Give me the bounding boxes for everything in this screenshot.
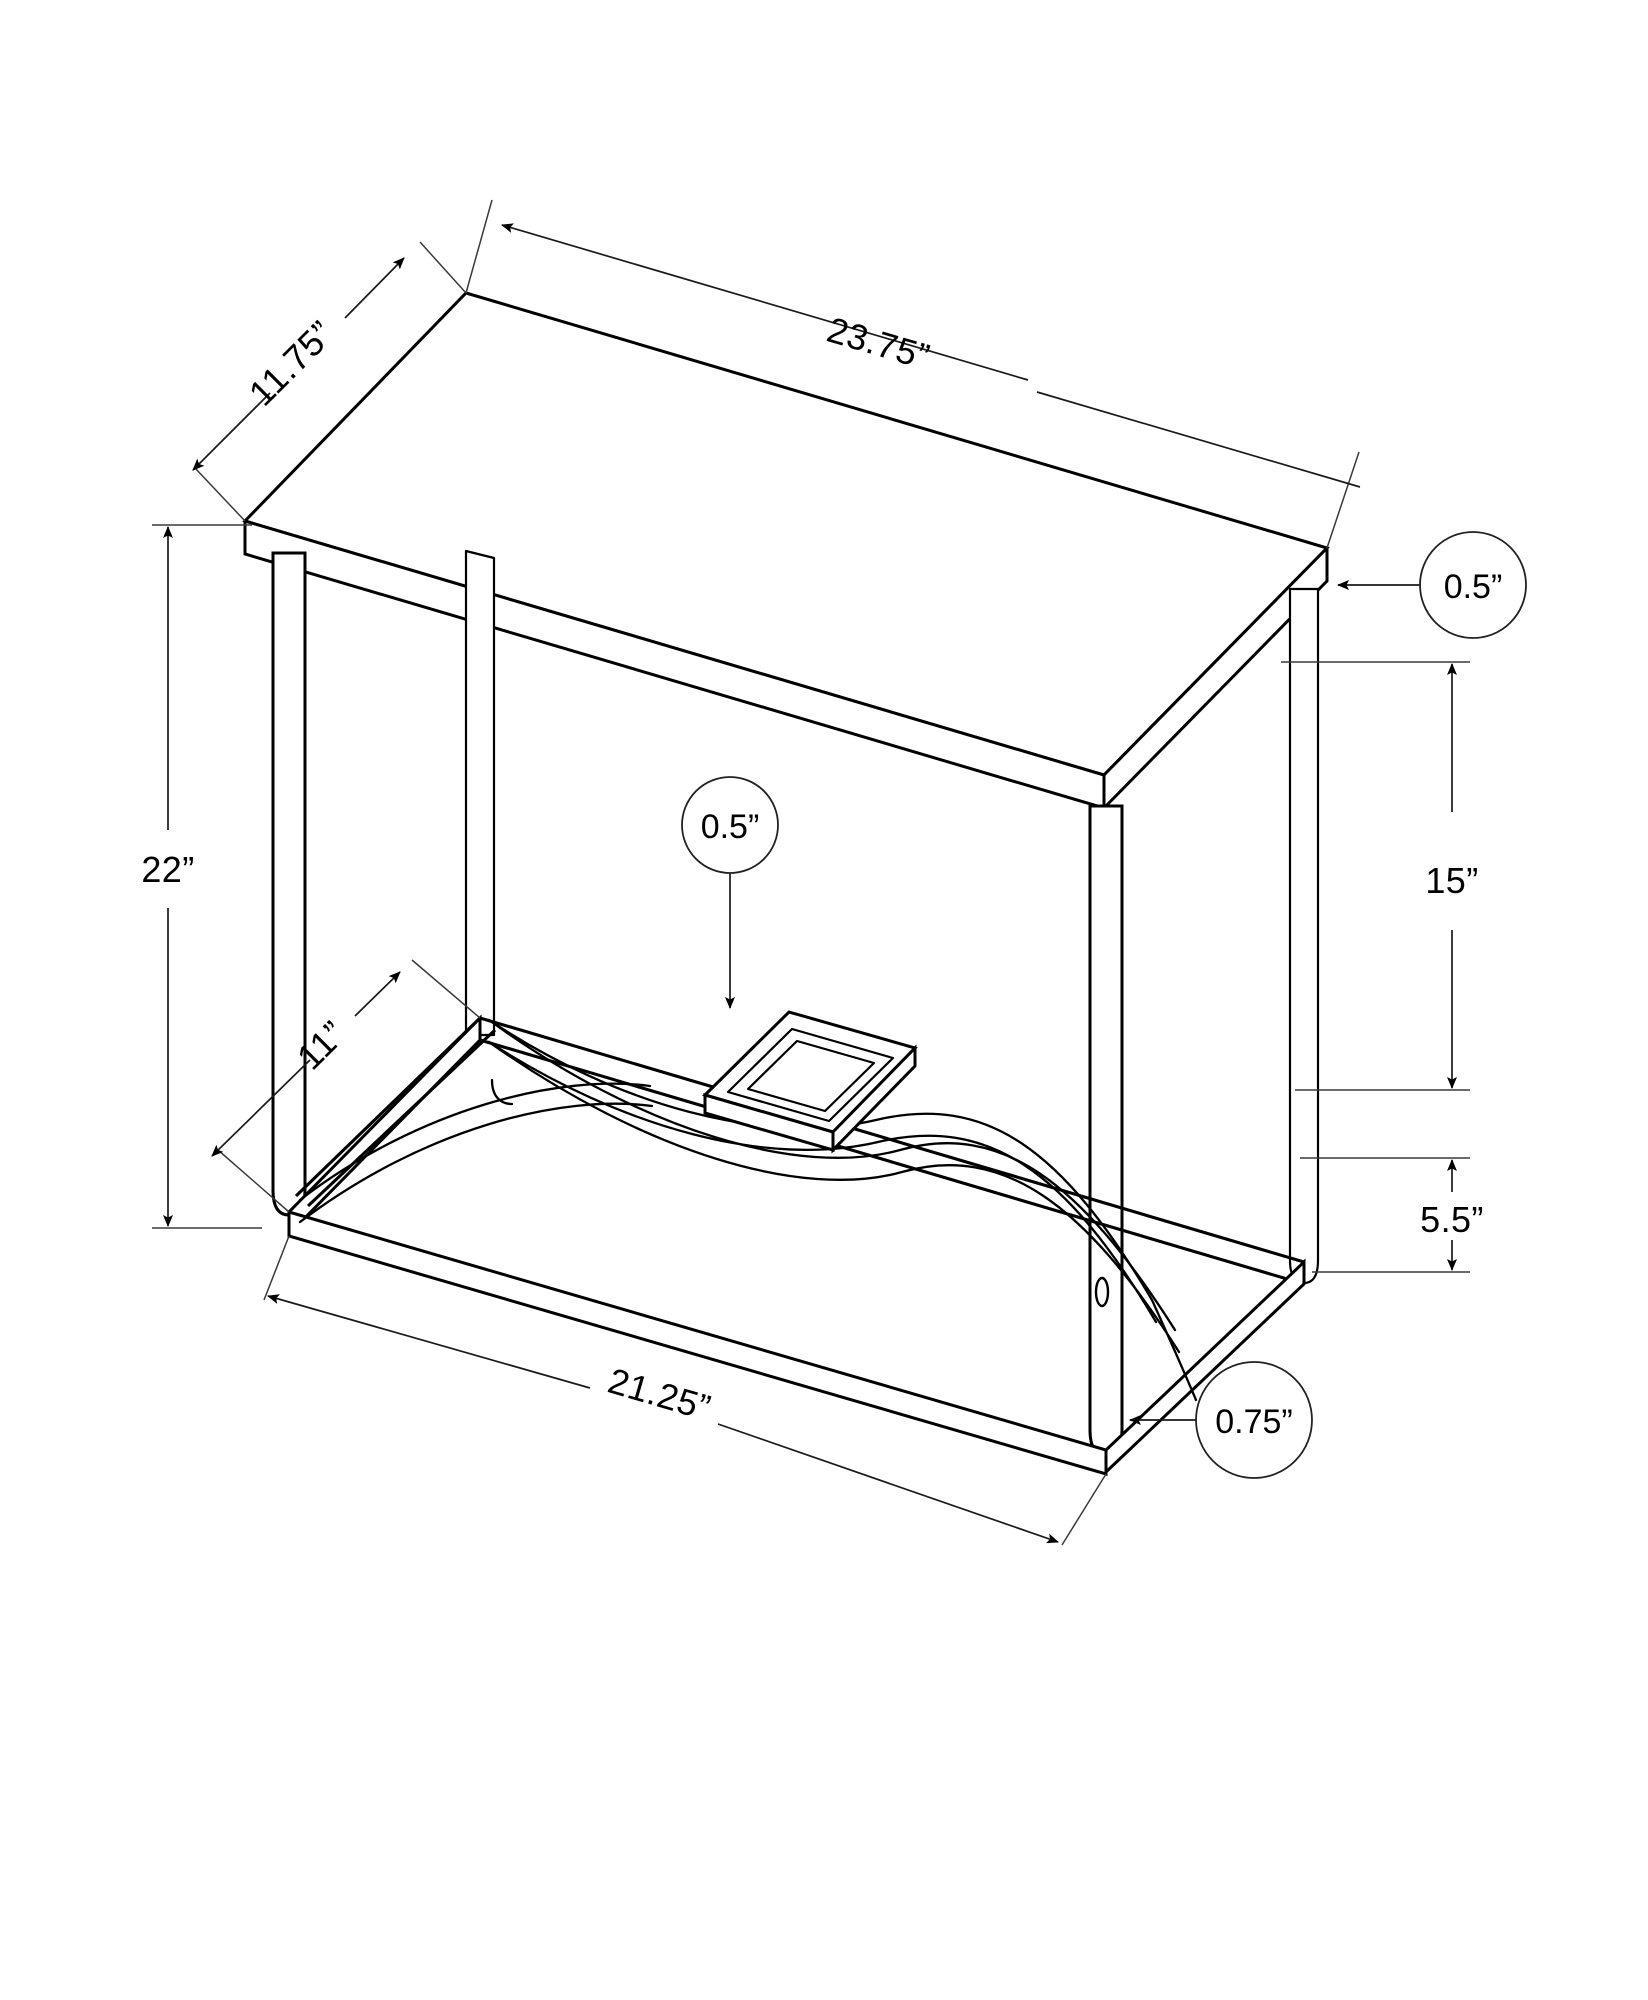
leg-front-left bbox=[271, 551, 307, 1217]
leg-glide-mark bbox=[1094, 1276, 1110, 1308]
shelf-left-strut-top bbox=[294, 1016, 482, 1198]
ext-line-top-width-left bbox=[465, 199, 493, 294]
dim-line-top-width-right-seg bbox=[1036, 391, 1361, 488]
ext-line-top-width-right bbox=[1326, 451, 1360, 549]
scroll-curve-outer-upper bbox=[487, 1018, 1177, 1332]
dim-line-top-width-left-seg bbox=[501, 223, 1029, 381]
scroll-curve-inner-upper bbox=[487, 1018, 1154, 1302]
shelf-back-rail-bottom bbox=[479, 1038, 1305, 1286]
dim-line-top-depth-upper-seg bbox=[344, 257, 405, 319]
dim-line-shelf-width-right-seg bbox=[717, 1423, 1059, 1544]
callout-bubble-shelf-bar-thickness bbox=[681, 776, 779, 874]
callout-label-leg-thickness: 0.75” bbox=[1215, 1403, 1293, 1441]
dim-line-shelf-depth-lower-seg bbox=[211, 1059, 311, 1157]
callout-label-top-thickness: 0.5” bbox=[1444, 568, 1503, 606]
leg-front-right bbox=[1088, 804, 1124, 1457]
medallion-inner-face bbox=[746, 1039, 876, 1113]
scroll-left-junction-nub bbox=[490, 1078, 514, 1106]
ext-line-shelf-width-left bbox=[263, 1235, 290, 1301]
ext-line-shelf-depth-upper bbox=[411, 959, 481, 1019]
leg-rear-right bbox=[1288, 587, 1320, 1285]
dim-label-overall-height: 22” bbox=[141, 849, 194, 890]
ext-line-shelf-width-right bbox=[1061, 1473, 1107, 1546]
scroll-curve-outer-lower bbox=[487, 1040, 1181, 1354]
callout-label-shelf-bar-thickness: 0.5” bbox=[701, 808, 760, 846]
scroll-right-tail bbox=[1150, 1298, 1198, 1402]
medallion-outer-right-edge bbox=[831, 1044, 917, 1154]
dim-label-top-to-shelf: 15” bbox=[1425, 860, 1478, 901]
callout-bubble-top-thickness bbox=[1419, 531, 1527, 639]
callout-bubble-leg-thickness bbox=[1195, 1361, 1313, 1479]
dim-line-shelf-width-left-seg bbox=[267, 1294, 591, 1389]
ext-line-top-depth-lower bbox=[194, 467, 246, 522]
leg-rear-left bbox=[464, 549, 496, 1037]
scroll-left-arc-lower bbox=[298, 1102, 654, 1224]
dim-line-top-depth-lower-seg bbox=[192, 392, 271, 471]
ext-line-shelf-depth-lower bbox=[217, 1149, 290, 1213]
ext-line-top-depth-upper bbox=[419, 241, 467, 294]
scroll-curve-inner-lower bbox=[487, 1040, 1158, 1324]
dim-line-shelf-depth-upper-seg bbox=[354, 971, 401, 1017]
tabletop-right-edge bbox=[1102, 544, 1329, 812]
shelf-left-strut-bottom bbox=[306, 1028, 497, 1208]
scroll-left-arc-upper bbox=[298, 1082, 652, 1202]
dim-label-shelf-to-floor: 5.5” bbox=[1420, 1199, 1484, 1240]
